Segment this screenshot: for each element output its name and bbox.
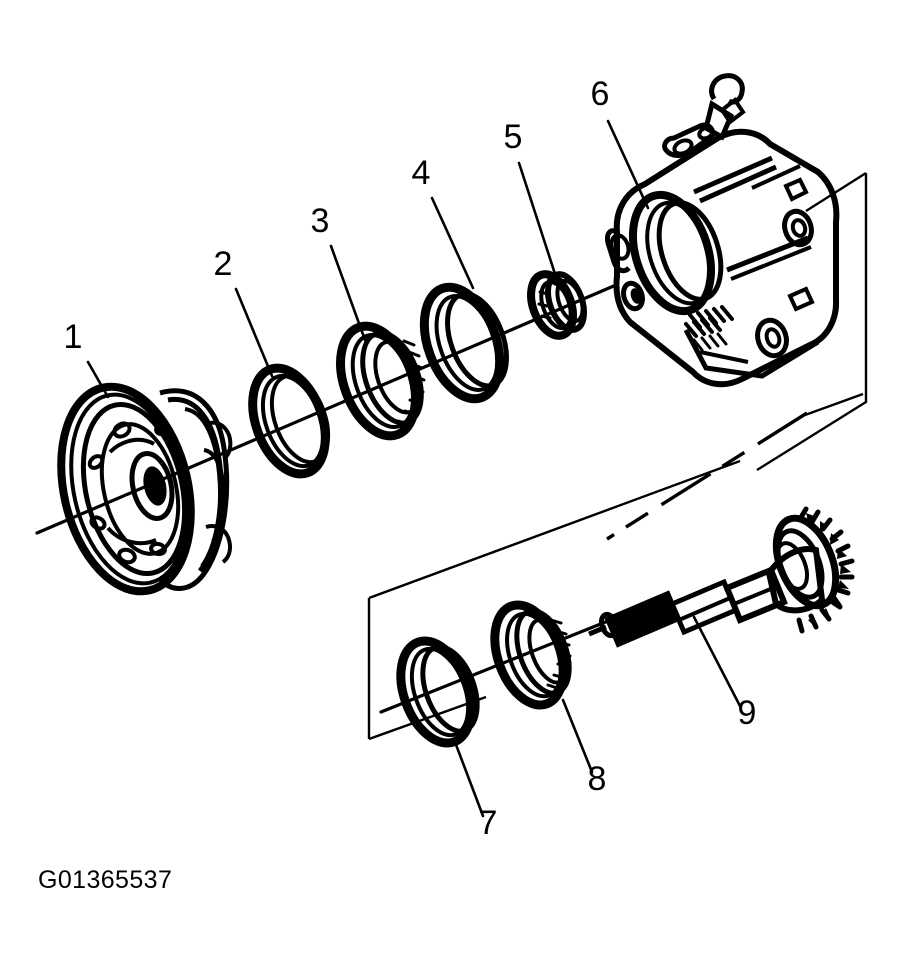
callout-number-9: 9: [738, 694, 757, 732]
part-2-oil-seal-ring: [248, 363, 331, 479]
part-4-bearing-cup-race: [419, 282, 509, 404]
callout-number-4: 4: [412, 154, 431, 192]
plane-break-dashed-line: [606, 411, 808, 541]
part-3-tapered-roller-bearing: [336, 321, 426, 441]
leader-7: [453, 740, 485, 818]
leader-8: [561, 698, 594, 774]
reference-plane-upper: [756, 171, 868, 472]
part-8-pinion-roller-bearing: [490, 600, 572, 710]
lower-assembly-axis: [379, 609, 635, 714]
leader-6: [606, 119, 650, 210]
callout-number-2: 2: [214, 245, 233, 283]
leader-2: [234, 287, 274, 378]
leader-1: [86, 360, 110, 399]
part-7-pinion-bearing-cup: [396, 636, 480, 748]
callout-number-3: 3: [311, 202, 330, 240]
leader-4: [430, 196, 475, 290]
leader-3: [329, 244, 367, 342]
callout-number-7: 7: [479, 804, 498, 842]
part-6-differential-housing: [605, 73, 840, 388]
upper-assembly-axis: [35, 283, 618, 535]
part-9-drive-pinion-shaft: [588, 506, 855, 648]
leader-9: [692, 615, 742, 708]
callout-leader-lines: [86, 119, 742, 818]
figure-id-label: G01365537: [38, 866, 172, 894]
callout-number-8: 8: [588, 760, 607, 798]
leader-5: [517, 161, 558, 279]
callout-number-5: 5: [504, 118, 523, 156]
callout-number-1: 1: [64, 318, 83, 356]
callout-number-6: 6: [591, 75, 610, 113]
part-5-bearing-shim-pack: [527, 270, 588, 340]
